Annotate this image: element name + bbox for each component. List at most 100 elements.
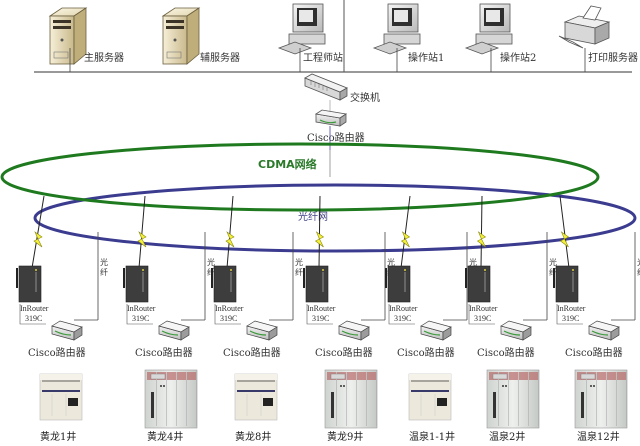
- printer-icon: [558, 5, 611, 49]
- cisco-router[interactable]: [246, 320, 278, 341]
- inrouter-modem[interactable]: [303, 265, 329, 303]
- fiber-network-ring: [33, 183, 637, 253]
- cisco-router-label: Cisco路由器: [315, 346, 373, 359]
- top-device-label: 主服务器: [84, 51, 124, 64]
- inrouter-modem[interactable]: [385, 265, 411, 303]
- inrouter-modem[interactable]: [211, 265, 237, 303]
- modem-model: 319C: [25, 314, 42, 323]
- cisco-router-label: Cisco路由器: [477, 346, 535, 359]
- top-device-label: 辅服务器: [200, 51, 240, 64]
- modem-name: InRouter: [307, 304, 336, 313]
- site-name-label: 温泉2井: [489, 430, 525, 443]
- cisco-router[interactable]: [500, 320, 532, 341]
- site-5: 光纤InRouter319CCisco路由器温泉1-1井: [385, 195, 477, 443]
- top-device-label: 打印服务器: [588, 51, 638, 64]
- field-sites: 光纤InRouter319CCisco路由器黄龙1井光纤InRouter319C…: [16, 195, 640, 443]
- modem-model: 319C: [132, 314, 149, 323]
- site-4: 光纤InRouter319CCisco路由器黄龙9井: [303, 195, 395, 443]
- switch-label: 交换机: [350, 91, 380, 104]
- inrouter-modem[interactable]: [16, 265, 42, 303]
- core-switch[interactable]: [304, 0, 348, 101]
- fiber-label: 光纤: [637, 257, 640, 277]
- site-name-label: 黄龙4井: [147, 430, 183, 443]
- site-6: 光纤InRouter319CCisco路由器温泉2井: [465, 195, 557, 443]
- modem-name: InRouter: [469, 304, 498, 313]
- compact-plc-icon[interactable]: [408, 373, 452, 421]
- lightning-icon: [225, 231, 235, 248]
- cisco-router-label: Cisco路由器: [135, 346, 193, 359]
- server-icon: [48, 7, 88, 65]
- modem-name: InRouter: [557, 304, 586, 313]
- cisco-router-label: Cisco路由器: [397, 346, 455, 359]
- lightning-icon: [559, 231, 570, 248]
- site-2: 光纤InRouter319CCisco路由器黄龙4井: [123, 195, 215, 443]
- top-device-label: 工程师站: [303, 51, 343, 64]
- inrouter-modem[interactable]: [553, 265, 579, 303]
- cisco-router[interactable]: [420, 320, 452, 341]
- compact-plc-icon[interactable]: [234, 373, 278, 421]
- fiber-label: 光纤: [295, 257, 303, 277]
- cisco-router-label: Cisco路由器: [28, 346, 86, 359]
- top-device-label: 操作站1: [408, 51, 444, 64]
- inrouter-modem[interactable]: [123, 265, 149, 303]
- top-device-label: 操作站2: [500, 51, 536, 64]
- inrouter-modem[interactable]: [465, 265, 491, 303]
- cdma-wireless-link: [559, 195, 570, 269]
- site-name-label: 黄龙8井: [235, 430, 271, 443]
- lightning-icon: [400, 231, 411, 248]
- top-device-6[interactable]: 打印服务器: [558, 5, 638, 72]
- cisco-router-label: Cisco路由器: [565, 346, 623, 359]
- rack-plc-icon[interactable]: [324, 369, 378, 429]
- cdma-wireless-link: [314, 195, 325, 269]
- modem-name: InRouter: [215, 304, 244, 313]
- modem-model: 319C: [220, 314, 237, 323]
- modem-model: 319C: [312, 314, 329, 323]
- modem-name: InRouter: [127, 304, 156, 313]
- rack-plc-icon[interactable]: [144, 369, 198, 429]
- cdma-wireless-link: [31, 195, 45, 269]
- top-devices: 主服务器 辅服务器 工程师站 操作站1 操作站2 打印服务器: [48, 3, 638, 72]
- site-name-label: 温泉12井: [577, 430, 620, 443]
- modem-name: InRouter: [20, 304, 49, 313]
- lightning-icon: [137, 231, 147, 248]
- rack-plc-icon[interactable]: [574, 369, 628, 429]
- workstation-icon: [277, 3, 326, 55]
- cdma-network-label: CDMA网络: [258, 157, 317, 171]
- site-name-label: 黄龙9井: [327, 430, 363, 443]
- fiber-network-label: 光纤网: [298, 210, 328, 223]
- modem-name: InRouter: [389, 304, 418, 313]
- modem-model: 319C: [562, 314, 579, 323]
- cdma-wireless-link: [137, 195, 147, 269]
- cisco-router[interactable]: [51, 320, 83, 341]
- top-device-1[interactable]: 主服务器: [48, 7, 124, 72]
- modem-model: 319C: [474, 314, 491, 323]
- lightning-icon: [314, 231, 325, 248]
- top-device-3[interactable]: 工程师站: [277, 3, 343, 72]
- site-name-label: 温泉1-1井: [409, 430, 455, 443]
- top-device-5[interactable]: 操作站2: [464, 3, 536, 72]
- top-device-2[interactable]: 辅服务器: [161, 7, 240, 65]
- top-device-4[interactable]: 操作站1: [372, 3, 444, 72]
- cisco-router-label: Cisco路由器: [223, 346, 281, 359]
- cisco-router[interactable]: [158, 320, 190, 341]
- compact-plc-icon[interactable]: [39, 373, 83, 421]
- core-router[interactable]: [314, 109, 348, 127]
- workstation-icon: [372, 3, 421, 55]
- cdma-wireless-link: [476, 195, 487, 269]
- cisco-router[interactable]: [338, 320, 370, 341]
- cdma-network-ring: [0, 142, 600, 212]
- core-router-label: Cisco路由器: [307, 131, 365, 144]
- lightning-icon: [476, 231, 487, 248]
- fiber-label: 光纤: [100, 257, 108, 277]
- lightning-icon: [33, 231, 43, 248]
- modem-model: 319C: [394, 314, 411, 323]
- cisco-router[interactable]: [588, 320, 620, 341]
- server-icon: [161, 7, 201, 65]
- cdma-wireless-link: [400, 195, 411, 269]
- rack-plc-icon[interactable]: [486, 369, 540, 429]
- cdma-wireless-link: [225, 195, 235, 269]
